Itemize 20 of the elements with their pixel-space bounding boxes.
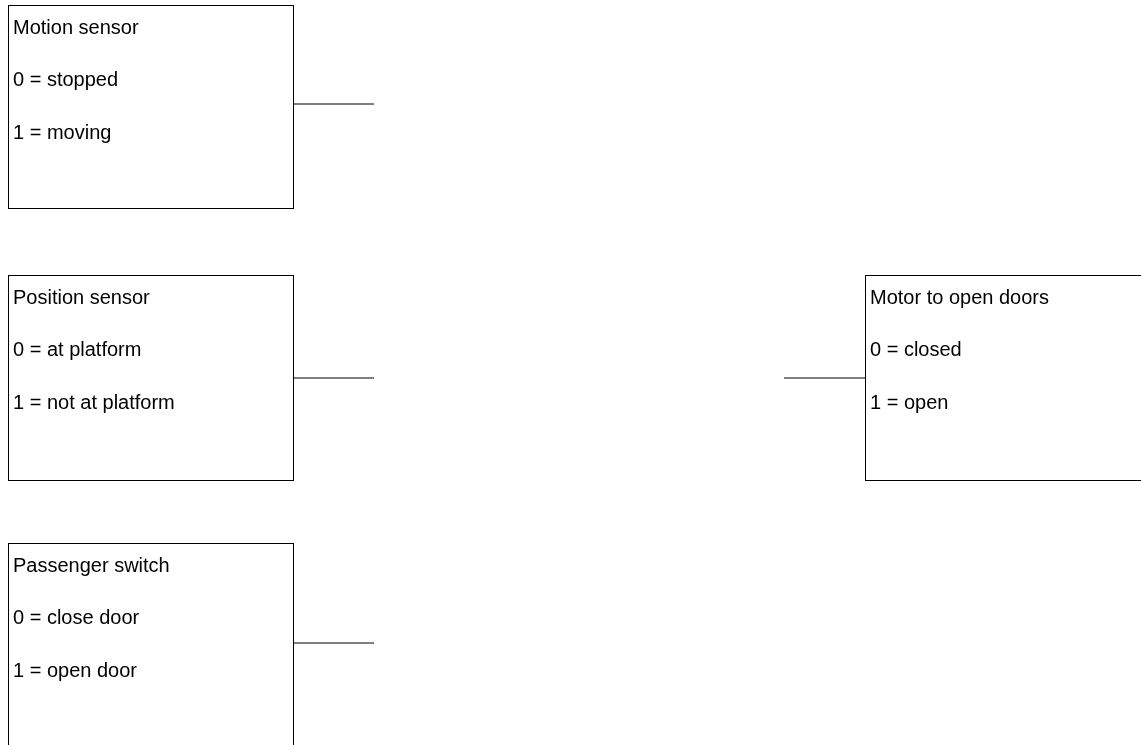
- state-label: 1 = not at platform: [13, 390, 175, 414]
- state-label: 0 = closed: [870, 337, 962, 361]
- state-label: 0 = stopped: [13, 67, 119, 91]
- signal-box: [865, 275, 1141, 481]
- state-label: 0 = at platform: [13, 337, 142, 361]
- state-label: 1 = open door: [13, 658, 137, 682]
- signal-box: [8, 543, 294, 745]
- signal-box: [8, 275, 294, 481]
- connector-line: [293, 642, 375, 644]
- box-title: Position sensor: [13, 285, 150, 309]
- signal-box: [8, 5, 294, 209]
- connector-line: [293, 103, 375, 105]
- state-label: 1 = open: [870, 390, 949, 414]
- state-label: 0 = close door: [13, 605, 140, 629]
- box-title: Motion sensor: [13, 15, 139, 39]
- state-label: 1 = moving: [13, 120, 112, 144]
- connector-line: [783, 377, 866, 379]
- box-title: Motor to open doors: [870, 285, 1049, 309]
- box-title: Passenger switch: [13, 553, 170, 577]
- connector-line: [293, 377, 375, 379]
